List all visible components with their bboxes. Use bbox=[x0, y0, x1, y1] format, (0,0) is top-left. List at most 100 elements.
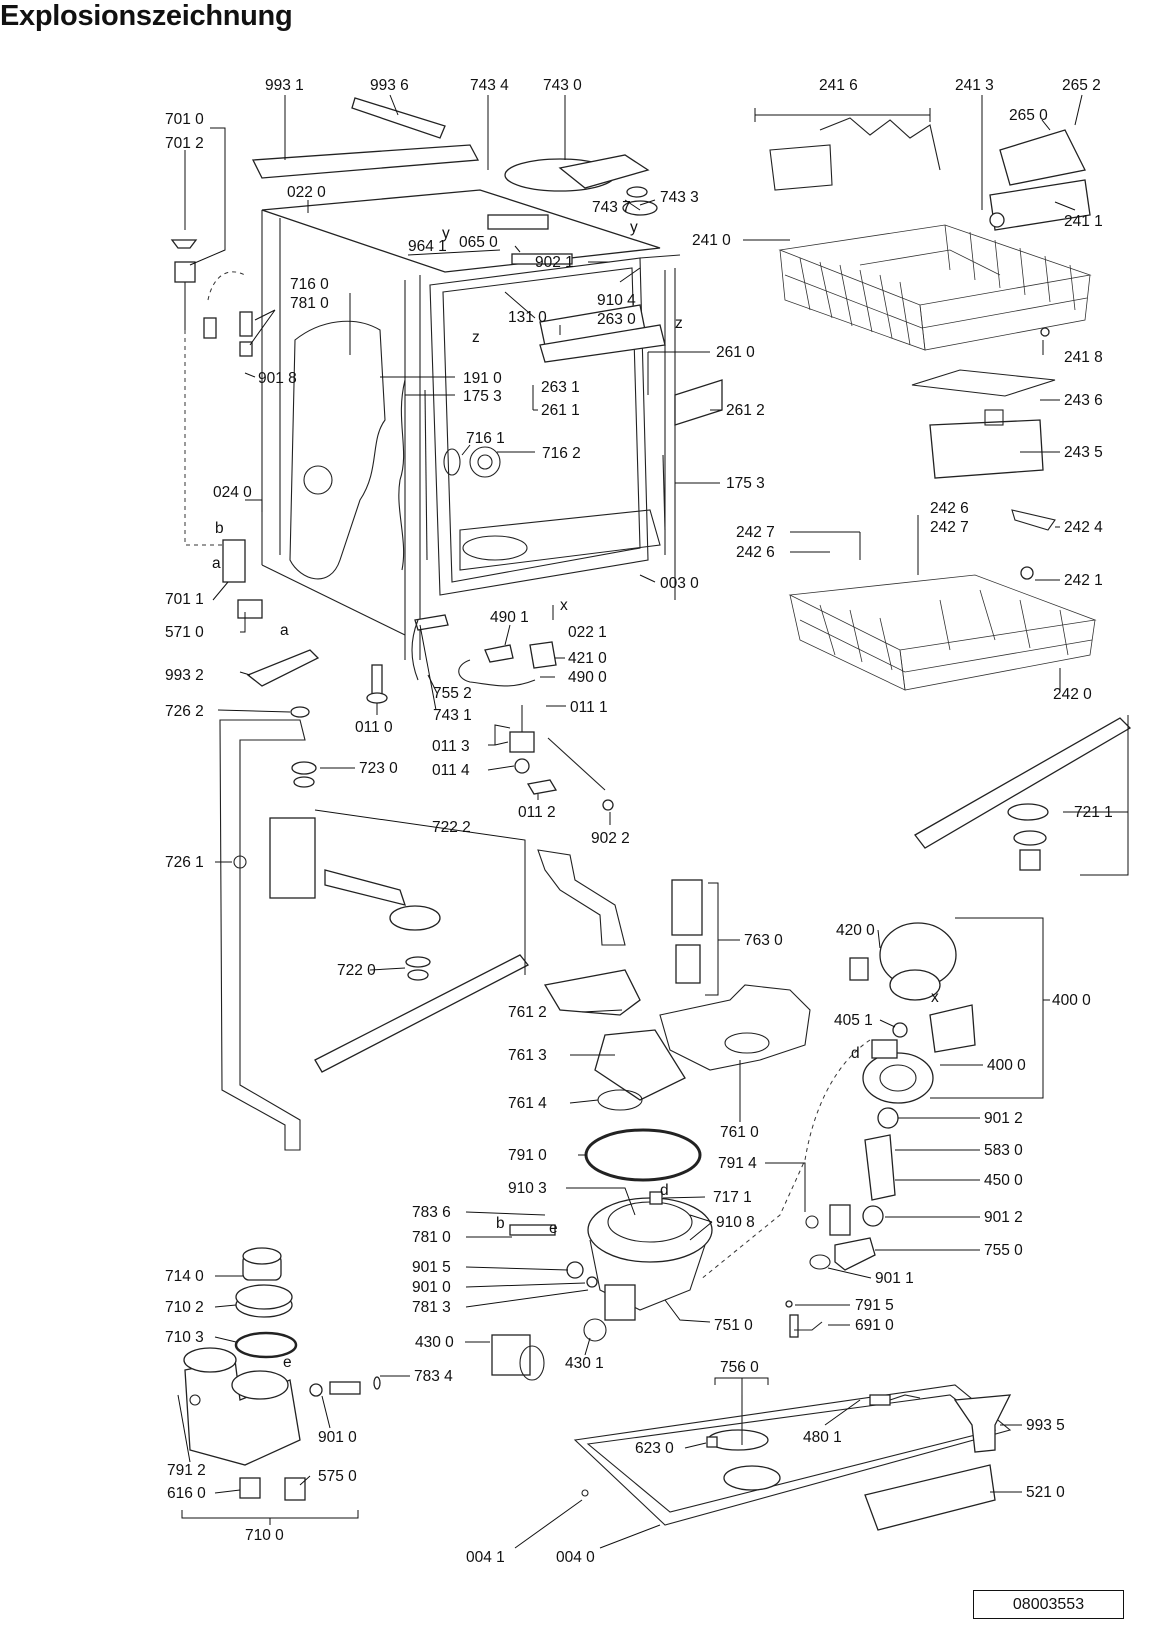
label-781-3: 781 3 bbox=[412, 1299, 451, 1316]
letter-z-2: z bbox=[675, 315, 683, 332]
label-571-0: 571 0 bbox=[165, 624, 204, 641]
label-791-0: 791 0 bbox=[508, 1147, 547, 1164]
label-011-1: 011 1 bbox=[570, 699, 608, 716]
upper-basket bbox=[769, 117, 1092, 351]
pump-assembly bbox=[699, 922, 976, 1281]
label-022-0: 022 0 bbox=[287, 184, 326, 201]
label-191-0: 191 0 bbox=[463, 370, 502, 387]
label-910-4: 910 4 bbox=[597, 292, 636, 309]
label-781-0: 781 0 bbox=[290, 295, 329, 312]
label-490-0: 490 0 bbox=[568, 669, 607, 686]
part-labels: 993 1 993 6 743 4 743 0 701 0 701 2 022 … bbox=[165, 77, 1113, 1566]
label-964-1: 964 1 bbox=[408, 238, 447, 255]
label-405-1: 405 1 bbox=[834, 1012, 873, 1029]
label-910-8: 910 8 bbox=[716, 1214, 755, 1231]
label-717-1: 717 1 bbox=[713, 1189, 752, 1206]
label-901-1: 901 1 bbox=[875, 1270, 914, 1287]
label-901-5: 901 5 bbox=[412, 1259, 451, 1276]
label-726-2: 726 2 bbox=[165, 703, 204, 720]
float-assembly bbox=[170, 239, 388, 704]
label-761-0: 761 0 bbox=[720, 1124, 759, 1141]
label-710-2: 710 2 bbox=[165, 1299, 204, 1316]
letter-d-1: d bbox=[851, 1045, 860, 1062]
label-743-7: 743 7 bbox=[592, 199, 631, 216]
label-241-0: 241 0 bbox=[692, 232, 731, 249]
label-993-1: 993 1 bbox=[265, 77, 304, 94]
label-722-2: 722 2 bbox=[432, 819, 471, 836]
label-242-4: 242 4 bbox=[1064, 519, 1103, 536]
label-993-5: 993 5 bbox=[1026, 1417, 1065, 1434]
label-722-0: 722 0 bbox=[337, 962, 376, 979]
label-261-2: 261 2 bbox=[726, 402, 765, 419]
label-003-0: 003 0 bbox=[660, 575, 699, 592]
label-241-6: 241 6 bbox=[819, 77, 858, 94]
label-175-3-a: 175 3 bbox=[463, 388, 502, 405]
top-strip-9931 bbox=[251, 144, 480, 179]
label-242-7-b: 242 7 bbox=[930, 519, 969, 536]
label-701-1: 701 1 bbox=[165, 591, 204, 608]
label-490-1: 490 1 bbox=[490, 609, 529, 626]
label-902-1: 902 1 bbox=[535, 254, 574, 271]
label-011-2: 011 2 bbox=[518, 804, 556, 821]
label-755-2: 755 2 bbox=[433, 685, 472, 702]
label-011-4: 011 4 bbox=[432, 762, 470, 779]
label-480-1: 480 1 bbox=[803, 1429, 842, 1446]
label-743-1: 743 1 bbox=[433, 707, 472, 724]
label-521-0: 521 0 bbox=[1026, 1484, 1065, 1501]
label-755-0: 755 0 bbox=[984, 1242, 1023, 1259]
letter-b-1: b bbox=[215, 520, 224, 537]
label-761-3: 761 3 bbox=[508, 1047, 547, 1064]
page-title: Explosionszeichnung bbox=[0, 0, 293, 32]
label-701-0: 701 0 bbox=[165, 111, 204, 128]
label-902-2: 902 2 bbox=[591, 830, 630, 847]
label-263-1: 263 1 bbox=[541, 379, 580, 396]
letter-b-2: b bbox=[496, 1215, 505, 1232]
label-743-3: 743 3 bbox=[660, 189, 699, 206]
label-783-6: 783 6 bbox=[412, 1204, 451, 1221]
label-583-0: 583 0 bbox=[984, 1142, 1023, 1159]
label-743-4: 743 4 bbox=[470, 77, 509, 94]
label-616-0: 616 0 bbox=[167, 1485, 206, 1502]
label-756-0: 756 0 bbox=[720, 1359, 759, 1376]
label-242-7-a: 242 7 bbox=[736, 524, 775, 541]
label-993-6: 993 6 bbox=[370, 77, 409, 94]
label-265-2: 265 2 bbox=[1062, 77, 1101, 94]
base-plate bbox=[573, 1384, 1012, 1531]
label-751-0: 751 0 bbox=[714, 1317, 753, 1334]
label-901-2-b: 901 2 bbox=[984, 1209, 1023, 1226]
label-791-5: 791 5 bbox=[855, 1297, 894, 1314]
label-241-1: 241 1 bbox=[1064, 213, 1103, 230]
label-716-2: 716 2 bbox=[542, 445, 581, 462]
tub-assembly bbox=[251, 97, 723, 660]
label-761-2: 761 2 bbox=[508, 1004, 547, 1021]
label-243-6: 243 6 bbox=[1064, 392, 1103, 409]
label-242-0: 242 0 bbox=[1053, 686, 1092, 703]
leader-lines bbox=[177, 94, 1129, 1549]
label-716-1: 716 1 bbox=[466, 430, 505, 447]
label-726-1: 726 1 bbox=[165, 854, 204, 871]
lower-basket bbox=[788, 566, 1097, 691]
label-743-0: 743 0 bbox=[543, 77, 582, 94]
letter-a-1: a bbox=[212, 555, 221, 572]
label-710-3: 710 3 bbox=[165, 1329, 204, 1346]
label-714-0: 714 0 bbox=[165, 1268, 204, 1285]
letter-x-2: x bbox=[931, 989, 939, 1006]
label-993-2: 993 2 bbox=[165, 667, 204, 684]
label-783-4: 783 4 bbox=[414, 1368, 453, 1385]
label-004-0: 004 0 bbox=[556, 1549, 595, 1566]
label-011-0: 011 0 bbox=[355, 719, 393, 736]
cable-parts bbox=[411, 614, 614, 811]
label-691-0: 691 0 bbox=[855, 1317, 894, 1334]
label-421-0: 421 0 bbox=[568, 650, 607, 667]
label-420-0: 420 0 bbox=[836, 922, 875, 939]
dispenser-assembly bbox=[183, 1247, 381, 1501]
spray-arm-lower bbox=[314, 869, 530, 1073]
label-781-0-b: 781 0 bbox=[412, 1229, 451, 1246]
supply-pipe bbox=[219, 706, 317, 1151]
label-791-2: 791 2 bbox=[167, 1462, 206, 1479]
label-263-0: 263 0 bbox=[597, 311, 636, 328]
label-004-1: 004 1 bbox=[466, 1549, 505, 1566]
filter-assembly bbox=[537, 849, 811, 1182]
label-175-3-b: 175 3 bbox=[726, 475, 765, 492]
